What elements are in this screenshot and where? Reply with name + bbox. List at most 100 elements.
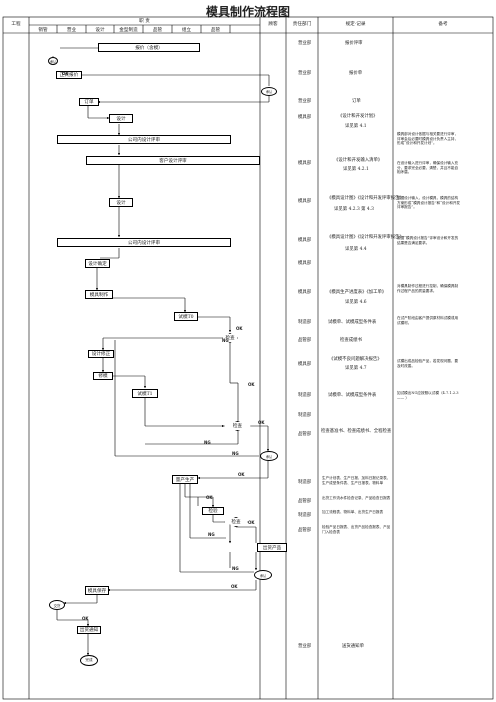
- row-20-spec: 送货通知单: [342, 644, 364, 649]
- header-duty-sub-4: 金型制造: [119, 28, 138, 33]
- row-13-dept: 制造部: [298, 393, 312, 398]
- node-order-formal: 正式报价: [56, 71, 82, 79]
- row-18-dept: 制造部: [298, 513, 312, 518]
- header-note: 备考: [438, 22, 448, 27]
- node-inspect-4: 检查: [224, 517, 248, 527]
- header-duty-sub-1: 销管: [38, 28, 48, 33]
- node-approve-4: 承认: [254, 570, 272, 580]
- row-5-dept: 模具部: [298, 161, 312, 166]
- row-6-note: 根据设计输入，设计模具，模具的结构方案形成“模具设计报告”和“设计和开发评审报告…: [397, 196, 461, 210]
- node-repair: 修模: [93, 372, 113, 380]
- row-12-note: 试模出成品检验产品，若发现问题，要及时改善。: [397, 359, 459, 368]
- row-1-spec: 报价评审: [345, 41, 363, 46]
- row-9-dept: 模具部: [298, 290, 312, 295]
- header-duty-sub-6: 组立: [181, 28, 192, 33]
- header-duty-sub-7: 品管: [210, 28, 221, 33]
- row-4-spec-2: 详见第 4.1: [345, 124, 367, 129]
- row-17-dept: 品管部: [298, 499, 312, 504]
- node-customer-review: 客户设计评审: [86, 156, 260, 165]
- row-5-note: 在设计输入进行评审，确保设计输入充分，要求完全必要，清楚，并且不能自相矛盾。: [397, 161, 459, 175]
- row-13-spec: 试模单、试模成型条件表: [328, 393, 377, 398]
- node-approve-3: 承认: [260, 451, 278, 461]
- node-notify: 出货通知: [77, 626, 101, 634]
- label-ng-5: NG: [232, 566, 239, 571]
- row-6-dept: 模具部: [298, 199, 312, 204]
- row-9-spec-1: 《模具生产进度表》《加工单》: [327, 290, 387, 295]
- header-customer: 顾客: [268, 22, 278, 27]
- row-4-dept: 模具部: [298, 115, 312, 120]
- node-deliver: 交货: [49, 600, 65, 610]
- header-duty: 职 责: [139, 19, 150, 24]
- row-7-dept: 模具部: [298, 238, 312, 243]
- label-ok-9: OK: [82, 616, 89, 621]
- header-dept: 责任部门: [292, 22, 312, 27]
- label-ok-2: OK: [236, 326, 243, 331]
- row-4-note: 模具部对设计依据与相关要进行评审，评审会后必要时模具设计负责人主持，形成“设计和…: [397, 132, 459, 146]
- row-6-spec-1: 《模具设计图》《设计和开发评审报告》: [327, 196, 404, 201]
- row-10-dept: 制造部: [298, 320, 312, 325]
- header-duty-sub-5: 品管: [152, 28, 163, 33]
- row-7-spec-2: 详见第 4.4: [345, 247, 367, 252]
- row-11-dept: 品管部: [298, 338, 312, 343]
- row-10-spec: 试模单、试模成型条件表: [328, 320, 377, 325]
- label-ng-1: NG: [222, 338, 229, 343]
- row-15-dept: 品管部: [298, 432, 312, 437]
- node-shipment: 出货产品: [257, 543, 287, 552]
- row-4-spec-1: 《设计和开发计划》: [338, 114, 378, 119]
- row-12-spec-2: 详见第 4.7: [345, 366, 367, 371]
- node-trial-t0: 试模T0: [174, 312, 198, 321]
- row-14-dept: 制造部: [298, 413, 312, 418]
- header-duty-sub-3: 设计: [95, 28, 105, 33]
- label-ng-3: NG: [232, 451, 239, 456]
- node-internal-review-1: 公司内设计评审: [57, 135, 231, 144]
- row-3-spec: 订单: [352, 99, 361, 104]
- node-production: 量产生产: [172, 475, 198, 484]
- row-2-dept: 营业部: [298, 71, 312, 76]
- row-10-note: 在试产阶段由客户提供原材料试模或用试模材。: [397, 316, 459, 325]
- node-design-1: 设计: [109, 114, 133, 123]
- row-8-dept: 模具部: [298, 261, 312, 266]
- row-19-spec: 检验产品日报表、出货产品检查报表、产品门入检查表: [322, 525, 391, 534]
- node-design-2: 设计: [109, 198, 133, 207]
- row-7-spec-1: 《模具设计图》《设计和开发评审报告》: [327, 235, 404, 240]
- node-mold-make: 模具制作: [85, 290, 113, 299]
- label-ok-7: OK: [248, 520, 255, 525]
- header-spec: 规定·记录: [345, 22, 366, 27]
- node-design-change: 设计修正: [88, 350, 114, 358]
- header-process: 工程: [11, 22, 21, 27]
- node-order: 订单: [79, 98, 99, 106]
- node-approve-2: 承认: [261, 87, 277, 96]
- label-ng-4: NG: [208, 532, 215, 537]
- label-ok-6: OK: [206, 495, 213, 500]
- row-6-spec-2: 详见第 4.2.3 第 4.3: [334, 207, 374, 212]
- row-20-dept: 营业部: [298, 644, 312, 649]
- row-16-spec: 生产计划表、生产日报、加料日报记录表、生产成型条件表、生产日报表、物料单: [322, 476, 391, 485]
- row-9-note: 对模具制作过程进行控制，确保模具制作过程产品的质量要求。: [397, 284, 459, 293]
- label-ng-2: NG: [204, 440, 211, 445]
- row-16-dept: 制造部: [298, 480, 312, 485]
- row-12-dept: 模具部: [298, 362, 312, 367]
- node-inspect-1: 检查: [222, 333, 238, 343]
- label-ok-8: OK: [231, 584, 238, 589]
- row-3-dept: 营业部: [298, 99, 312, 104]
- node-end: 完成: [80, 655, 98, 666]
- row-13-note: 如试模出NG应按照以试模（4.7.1.2.3 —— ）: [397, 391, 459, 400]
- node-inspect-2: 检查: [224, 421, 251, 431]
- row-19-dept: 品管部: [298, 528, 312, 533]
- label-ok-1: OK: [62, 71, 69, 76]
- row-12-spec-1: 《试模不良问题解决报告》: [329, 357, 382, 362]
- label-ok-3: OK: [248, 382, 255, 387]
- label-ok-4: OK: [258, 420, 265, 425]
- node-mold-keep: 模具保存: [85, 586, 109, 595]
- row-7-note: 根据“模具设计报告”评审设计和开发的结果是否满足要求。: [397, 236, 459, 245]
- row-17-spec: 出货工作流水件检查记录、产品检查日报表: [322, 496, 391, 500]
- node-internal-review-2: 公司内设计评审: [57, 238, 231, 247]
- row-18-spec: 加工流程表、物料单、出货生产日报表: [322, 510, 384, 514]
- label-ok-5: OK: [238, 472, 245, 477]
- row-5-spec-2: 详见第 4.2.1: [343, 167, 369, 172]
- node-quote: 报价（含模）: [98, 43, 200, 52]
- row-15-spec: 检查基准书、检查成绩书、全程检查: [321, 429, 392, 434]
- node-trial-t1: 试模T1: [132, 389, 158, 398]
